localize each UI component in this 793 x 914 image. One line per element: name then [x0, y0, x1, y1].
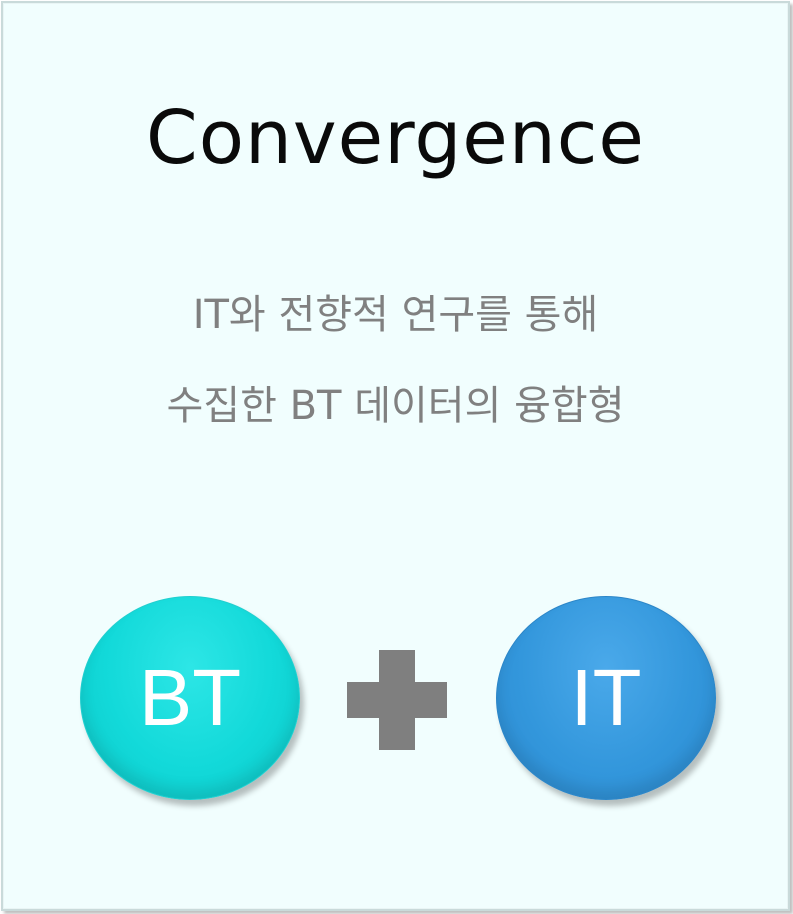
page-title: Convergence — [146, 95, 645, 181]
plus-icon — [347, 650, 447, 750]
subtitle-line-1: IT와 전향적 연구를 통해 — [192, 292, 599, 338]
plus-icon-horizontal-bar — [347, 682, 447, 718]
bt-circle: BT — [80, 596, 300, 800]
it-circle-label: IT — [570, 653, 642, 742]
it-circle: IT — [496, 596, 716, 800]
subtitle-line-2: 수집한 BT 데이터의 융합형 — [166, 383, 625, 429]
bt-circle-label: BT — [138, 653, 242, 742]
